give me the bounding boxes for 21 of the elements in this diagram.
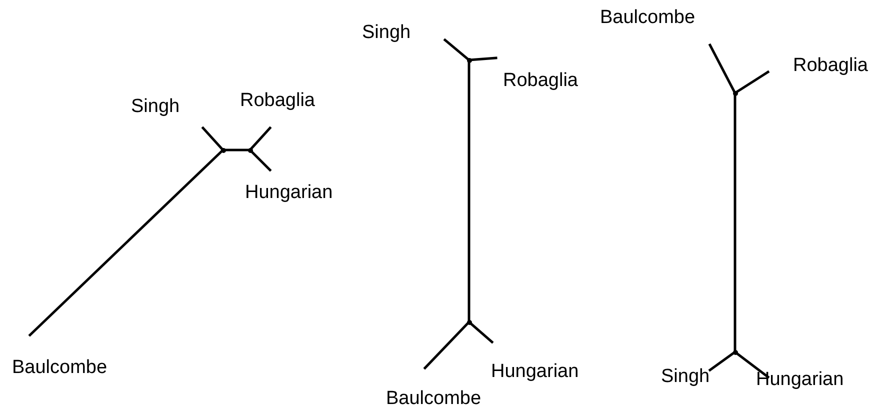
- tree-branch: [28, 148, 224, 336]
- leaf-label: Baulcombe: [386, 388, 482, 410]
- tree-branch: [708, 44, 736, 94]
- tree-branch: [734, 70, 770, 94]
- leaf-label: Hungarian: [756, 369, 844, 391]
- leaf-label: Singh: [661, 366, 710, 388]
- tree-branch: [248, 148, 272, 172]
- tree-branch: [202, 126, 224, 152]
- leaf-label: Robaglia: [793, 55, 868, 77]
- leaf-label: Robaglia: [240, 90, 315, 112]
- leaf-label: Baulcombe: [12, 357, 108, 379]
- leaf-label: Hungarian: [491, 361, 579, 383]
- leaf-label: Hungarian: [245, 182, 333, 204]
- tree-branch: [424, 320, 470, 370]
- tree-branch: [708, 350, 736, 372]
- leaf-label: Baulcombe: [600, 7, 696, 29]
- leaf-label: Singh: [362, 22, 411, 44]
- leaf-label: Robaglia: [503, 70, 578, 92]
- tree-branch: [444, 38, 470, 62]
- tree-branch: [248, 126, 272, 152]
- leaf-label: Singh: [131, 96, 180, 118]
